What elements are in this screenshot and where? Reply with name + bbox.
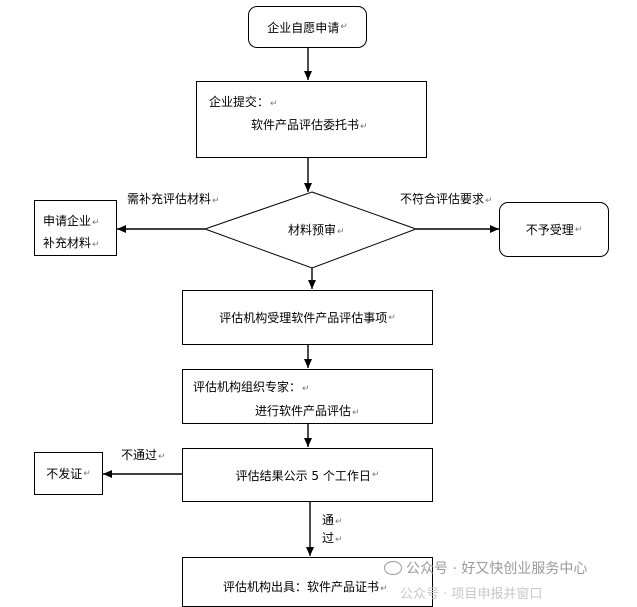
return-mark: ↵: [388, 312, 396, 323]
edge-fail: 不通过↵: [121, 446, 166, 463]
node-start: 企业自愿申请↵: [248, 6, 367, 48]
node-supplement-line2: 补充材料: [43, 236, 92, 250]
return-mark: ↵: [574, 224, 583, 235]
return-mark: ↵: [212, 196, 220, 206]
node-supplement-line1: 申请企业: [43, 214, 92, 228]
return-mark: ↵: [340, 22, 348, 32]
node-review-label: 材料预审: [288, 223, 337, 237]
node-issue-cert-label: 评估机构出具：软件产品证书: [223, 580, 380, 594]
return-mark: ↵: [83, 468, 91, 479]
node-publicity: 评估结果公示 5 个工作日↵: [182, 448, 433, 502]
edge-not-meet-text: 不符合评估要求: [400, 192, 485, 206]
node-experts: 评估机构组织专家：↵ 进行软件产品评估↵: [182, 369, 433, 424]
return-mark: ↵: [380, 584, 388, 594]
return-mark: ↵: [302, 384, 310, 394]
return-mark: ↵: [92, 240, 100, 250]
return-mark: ↵: [371, 470, 380, 480]
node-reject-label: 不予受理: [525, 223, 574, 237]
return-mark: ↵: [485, 196, 493, 206]
edge-pass-text-1: 通: [322, 513, 335, 527]
edge-not-meet: 不符合评估要求↵: [400, 190, 493, 207]
node-supplement: 申请企业↵ 补充材料↵: [34, 200, 117, 256]
watermark-line1: 公众号 · 好又快创业服务中心: [384, 558, 587, 578]
edge-need-supplement-text: 需补充评估材料: [127, 192, 212, 206]
return-mark: ↵: [92, 218, 100, 228]
return-mark: ↵: [352, 408, 360, 418]
return-mark: ↵: [337, 227, 345, 237]
edge-pass: 通↵ 过↵: [322, 512, 343, 548]
return-mark: ↵: [158, 452, 166, 462]
edge-fail-text: 不通过: [121, 448, 158, 462]
node-accept: 评估机构受理软件产品评估事项↵: [182, 290, 433, 345]
return-mark: ↵: [335, 517, 343, 527]
node-start-label: 企业自愿申请: [267, 20, 340, 35]
node-reject: 不予受理↵: [499, 202, 609, 257]
node-submit-line1: 企业提交：: [209, 95, 270, 109]
return-mark: ↵: [335, 535, 343, 545]
watermark-line1-text: 公众号 · 好又快创业服务中心: [406, 561, 588, 577]
node-no-cert-label: 不发证: [46, 467, 83, 481]
edge-pass-text-2: 过: [322, 531, 335, 545]
node-submit: 企业提交：↵ 软件产品评估委托书↵: [196, 81, 427, 158]
watermark-line2-text: 公众号 · 项目申报并窗口: [400, 587, 543, 602]
node-review-label-wrap: 材料预审↵: [288, 221, 345, 238]
edge-need-supplement: 需补充评估材料↵: [127, 190, 220, 207]
wechat-icon: [384, 561, 402, 575]
node-publicity-label: 评估结果公示 5 个工作日: [235, 468, 371, 483]
node-submit-line2: 软件产品评估委托书: [251, 118, 360, 132]
node-no-cert: 不发证↵: [34, 452, 103, 495]
return-mark: ↵: [270, 99, 278, 109]
node-experts-line2: 进行软件产品评估: [255, 404, 352, 418]
flowchart-connectors: [103, 47, 499, 556]
node-experts-line1: 评估机构组织专家：: [193, 380, 302, 394]
return-mark: ↵: [360, 122, 368, 132]
node-accept-label: 评估机构受理软件产品评估事项: [219, 311, 388, 325]
